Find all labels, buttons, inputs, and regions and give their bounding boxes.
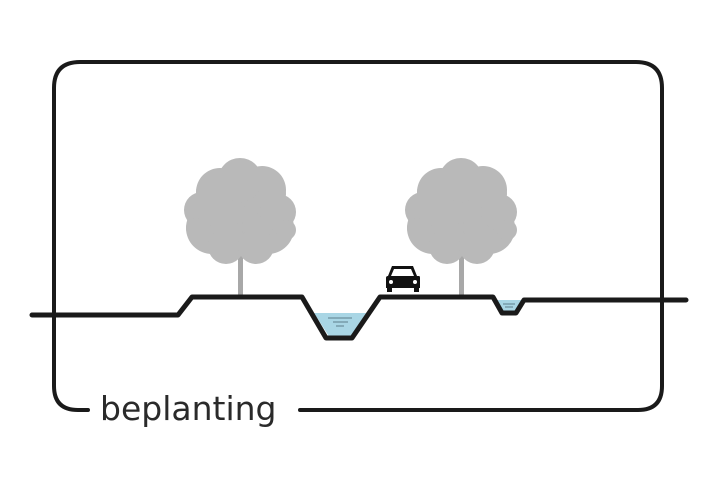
road-cross-section	[29, 294, 689, 341]
tree-left	[184, 158, 296, 298]
tree-right	[405, 158, 517, 298]
tree-trunk	[238, 250, 243, 298]
tree-trunk	[459, 250, 464, 298]
diagram-label: beplanting	[100, 389, 276, 428]
rounded-frame	[52, 60, 664, 412]
tree-crown	[184, 158, 296, 264]
ditch-large-water	[314, 313, 366, 338]
tree-crown	[405, 158, 517, 264]
car-icon	[386, 266, 420, 292]
